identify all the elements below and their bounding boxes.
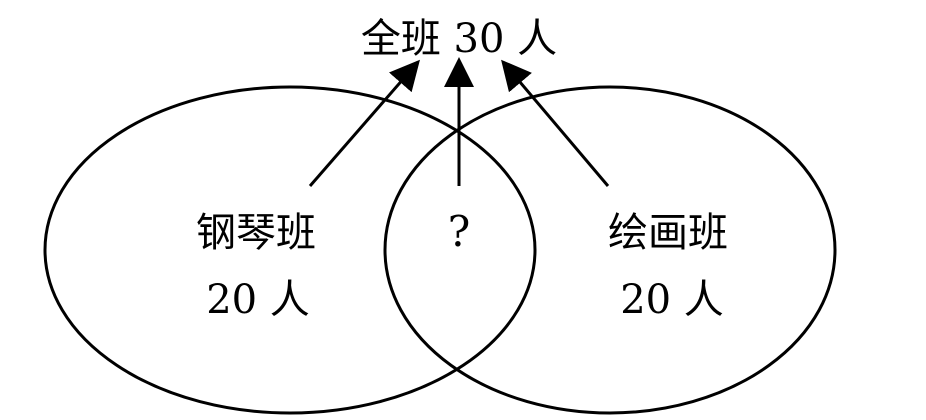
left-set-count: 20 人 [206,277,310,323]
right-set-circle [383,85,837,415]
right-arrow [501,59,610,187]
right-set-name: 绘画班 [608,210,728,256]
left-set-circle [43,85,537,415]
total-label: 全班 30 人 [361,16,557,62]
left-arrow [308,59,420,187]
overlap-label: ? [448,207,471,256]
right-set-count: 20 人 [620,277,724,323]
left-set-name: 钢琴班 [196,210,316,256]
